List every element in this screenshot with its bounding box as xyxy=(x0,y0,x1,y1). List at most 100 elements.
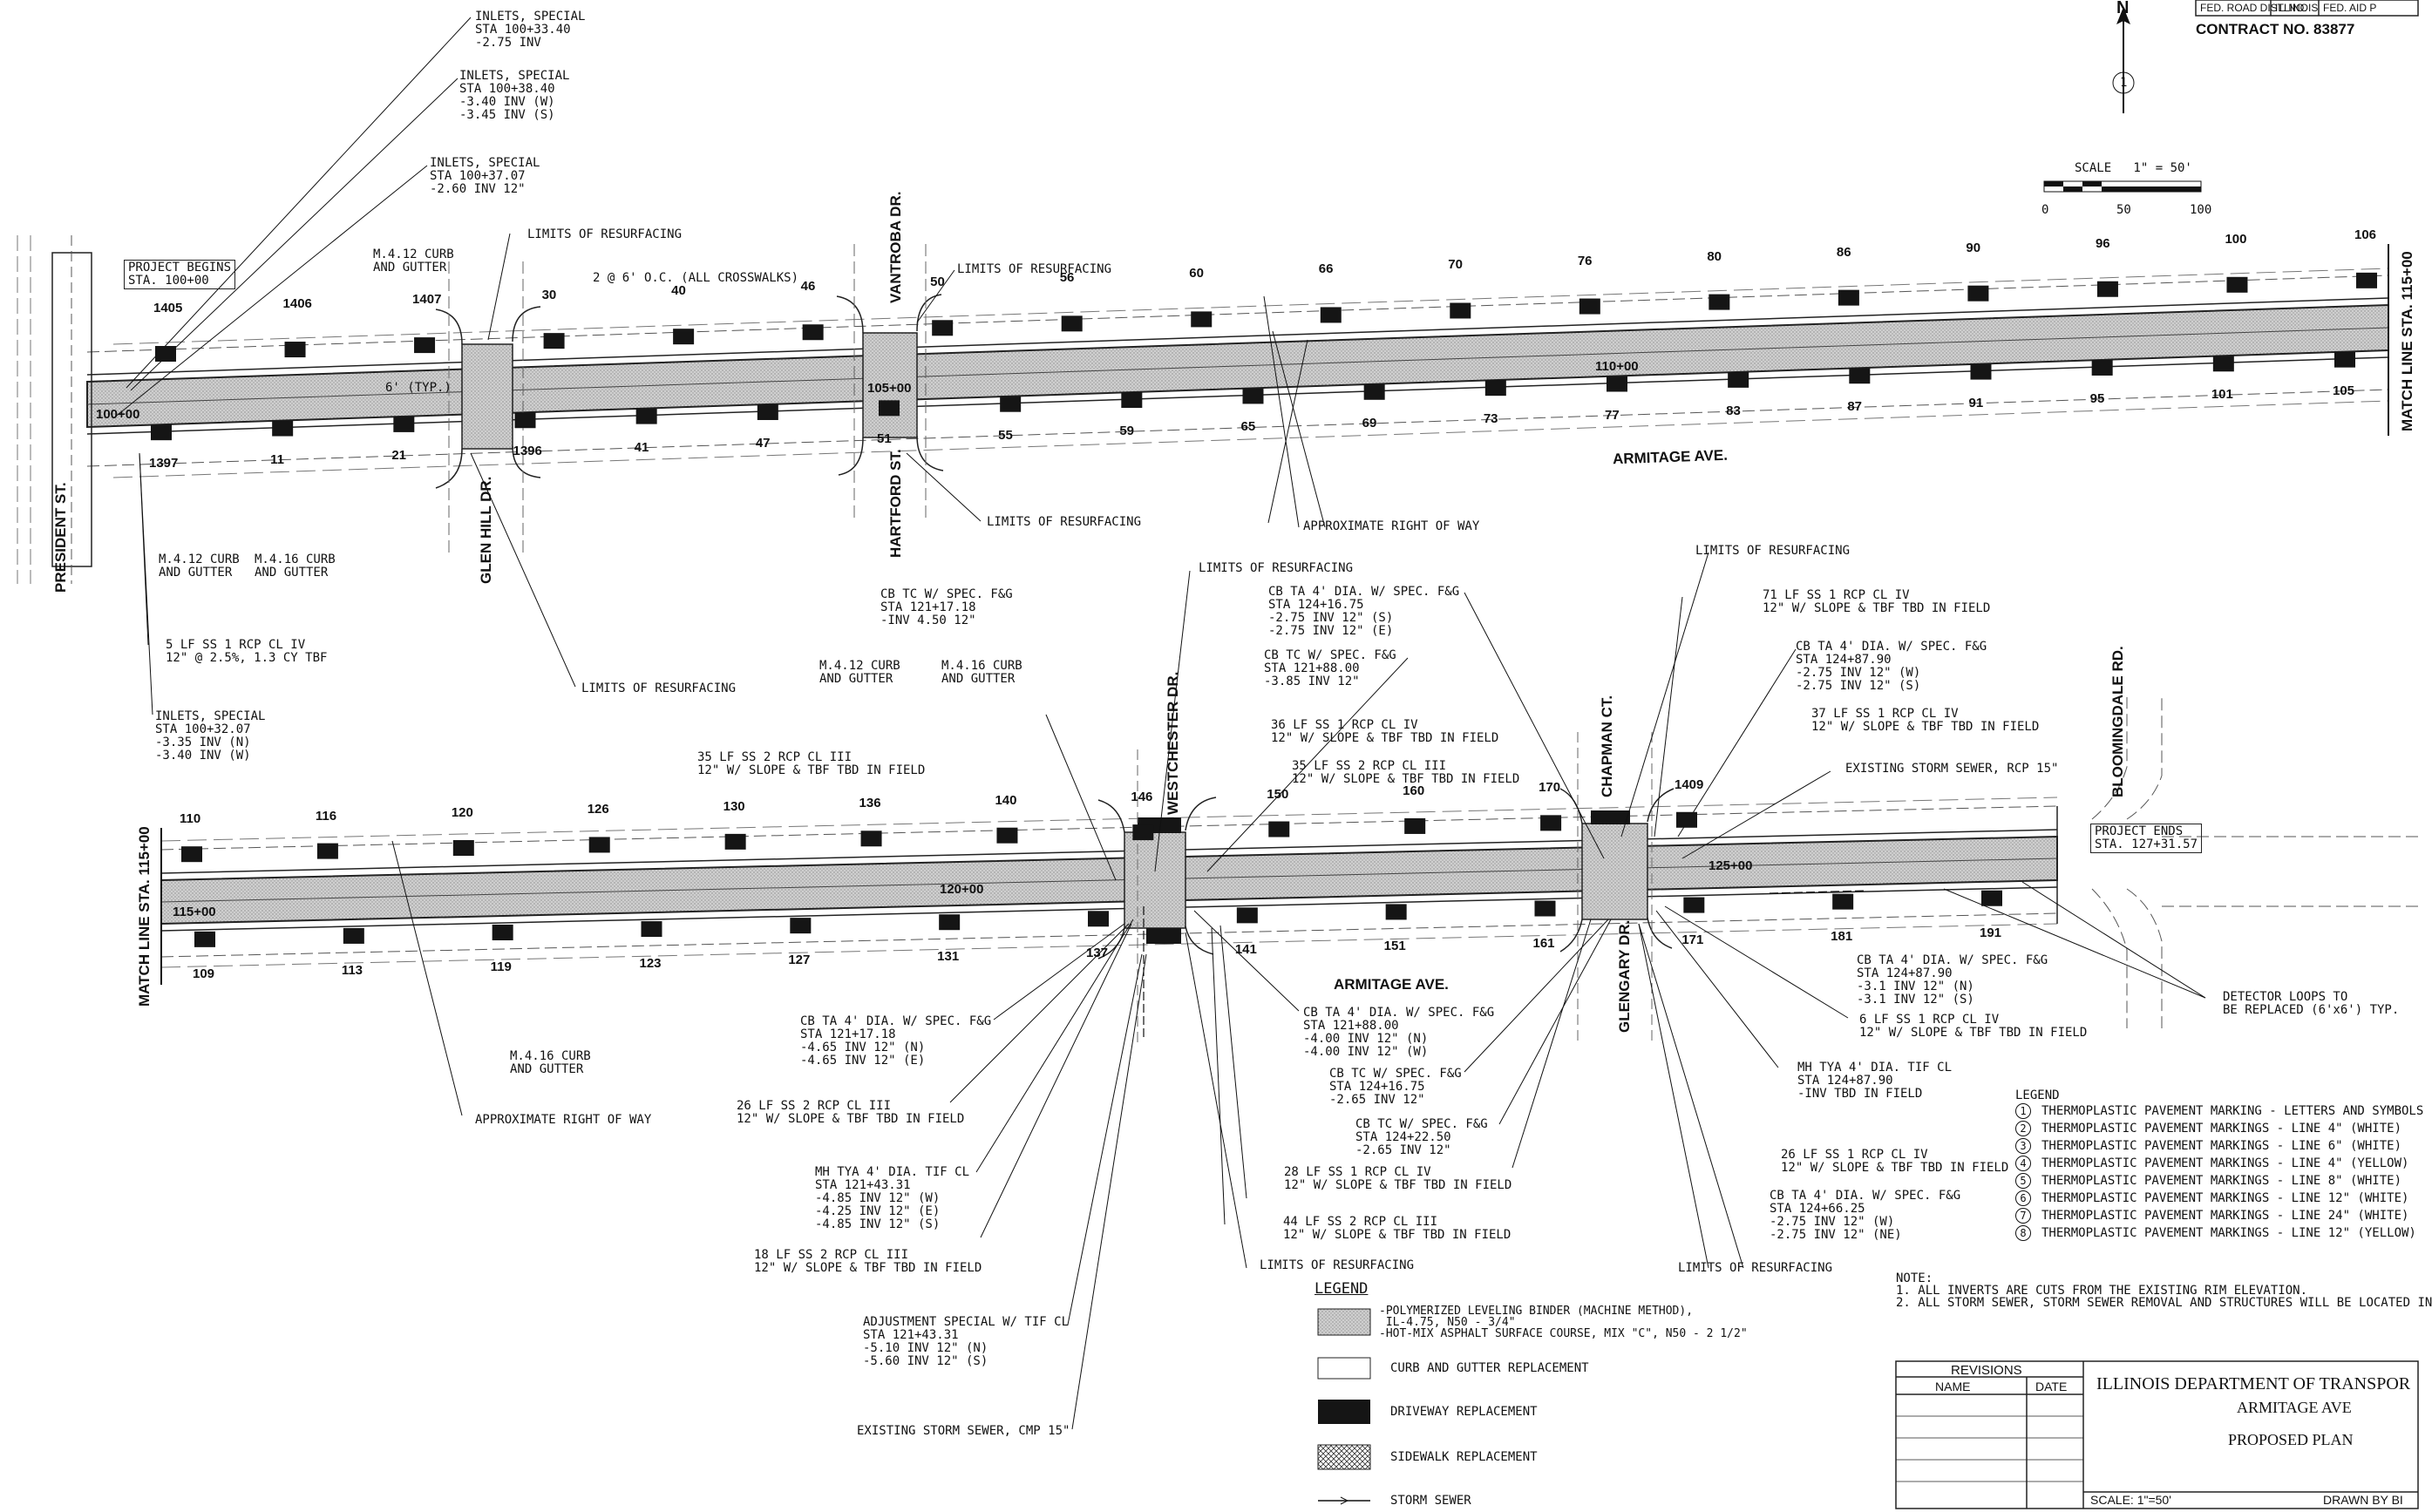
driveway-block xyxy=(2356,272,2377,288)
driveway-block xyxy=(452,840,474,857)
marking-number: 2 xyxy=(2015,1121,2031,1136)
callout-ss35b: 35 LF SS 2 RCP CL III 12" W/ SLOPE & TBF… xyxy=(1292,759,1520,786)
contract-number: CONTRACT NO. 83877 xyxy=(2196,21,2355,37)
marking-text: THERMOPLASTIC PAVEMENT MARKINGS - LINE 6… xyxy=(2041,1139,2402,1153)
street-glen-hill: GLEN HILL DR. xyxy=(478,476,494,584)
address-number: 123 xyxy=(639,956,662,972)
scale-tick-0: 0 xyxy=(2041,203,2049,217)
address-number: 1406 xyxy=(282,296,312,312)
driveway-block xyxy=(879,400,900,417)
material-legend-title: LEGEND xyxy=(1315,1280,1369,1298)
address-number: 1405 xyxy=(153,301,183,315)
driveway-block xyxy=(2334,351,2355,368)
callout-ss26: 26 LF SS 2 RCP CL III 12" W/ SLOPE & TBF… xyxy=(737,1099,965,1126)
street-bloomingdale: BLOOMINGDALE RD. xyxy=(2109,646,2126,797)
state-label: ILLINOIS xyxy=(2275,2,2319,14)
callout-cbtc2: CB TC W/ SPEC. F&G STA 121+88.00 -3.85 I… xyxy=(1264,648,1396,688)
callout-ss44: 44 LF SS 2 RCP CL III 12" W/ SLOPE & TBF… xyxy=(1283,1215,1512,1242)
address-number: 30 xyxy=(541,288,557,303)
callout-inlet-3: INLETS, SPECIAL STA 100+37.07 -2.60 INV … xyxy=(430,156,540,196)
street-vantroba: VANTROBA DR. xyxy=(887,191,904,303)
address-number: 41 xyxy=(634,439,649,455)
driveway-block xyxy=(1534,900,1556,917)
address-number: 73 xyxy=(1483,411,1498,427)
station-100: 100+00 xyxy=(96,407,140,422)
driveway-block xyxy=(1728,371,1749,388)
address-number: 105 xyxy=(2333,383,2355,398)
address-number: 161 xyxy=(1532,935,1555,951)
driveway-block xyxy=(1000,396,1022,412)
scale-tick-100: 100 xyxy=(2190,203,2212,217)
driveway-block xyxy=(1450,302,1471,319)
sheet-street: ARMITAGE AVE xyxy=(2237,1399,2352,1416)
address-number: 140 xyxy=(995,792,1017,808)
callout-lor-glen: LIMITS OF RESURFACING xyxy=(527,227,683,241)
driveway-block xyxy=(860,831,882,847)
address-number: 137 xyxy=(1086,946,1109,961)
driveway-block xyxy=(641,921,662,938)
address-number: 40 xyxy=(671,283,686,299)
station-115: 115+00 xyxy=(173,905,216,919)
marking-text: THERMOPLASTIC PAVEMENT MARKINGS - LINE 2… xyxy=(2041,1209,2409,1223)
marking-number: 6 xyxy=(2015,1190,2031,1206)
address-number: 119 xyxy=(490,959,512,974)
address-number: 66 xyxy=(1318,261,1334,277)
fed-aid-label: FED. AID P xyxy=(2323,2,2377,14)
callout-ss35a: 35 LF SS 2 RCP CL III 12" W/ SLOPE & TBF… xyxy=(697,750,926,777)
legend-curb: CURB AND GUTTER REPLACEMENT xyxy=(1390,1361,1589,1375)
address-number: 46 xyxy=(800,279,816,295)
station-125: 125+00 xyxy=(1709,858,1753,873)
address-number: 1396 xyxy=(513,444,542,459)
address-number: 96 xyxy=(2095,235,2110,251)
address-number: 87 xyxy=(1847,399,1863,415)
address-number: 151 xyxy=(1383,939,1406,954)
legend-storm-sewer: STORM SEWER xyxy=(1390,1494,1471,1508)
marking-number: 5 xyxy=(2015,1173,2031,1189)
address-number: 181 xyxy=(1831,928,1853,944)
driveway-block xyxy=(284,342,306,358)
address-number: 100 xyxy=(2225,231,2247,247)
driveway-block xyxy=(724,833,746,850)
fed-road-dist: FED. ROAD DIST. NO. xyxy=(2200,2,2307,14)
callout-ss5: 5 LF SS 1 RCP CL IV 12" @ 2.5%, 1.3 CY T… xyxy=(166,638,328,665)
address-number: 146 xyxy=(1131,790,1153,805)
legend-driveway: DRIVEWAY REPLACEMENT xyxy=(1390,1405,1538,1419)
project-begins-box: PROJECT BEGINS STA. 100+00 xyxy=(124,260,236,289)
callout-ss37: 37 LF SS 1 RCP CL IV 12" W/ SLOPE & TBF … xyxy=(1811,707,2040,734)
street-hartford: HARTFORD ST. xyxy=(887,449,904,558)
agency-title: ILLINOIS DEPARTMENT OF TRANSPOR xyxy=(2096,1374,2411,1393)
callout-detector: DETECTOR LOOPS TO BE REPLACED (6'x6') TY… xyxy=(2223,990,2400,1017)
legend-binder: -POLYMERIZED LEVELING BINDER (MACHINE ME… xyxy=(1379,1305,1748,1340)
address-number: 11 xyxy=(270,451,285,467)
driveway-block xyxy=(673,329,695,345)
address-number: 171 xyxy=(1681,932,1704,947)
address-number: 1407 xyxy=(412,292,442,308)
driveway-block xyxy=(316,843,338,859)
address-number: 1397 xyxy=(149,456,179,471)
address-number: 126 xyxy=(587,802,609,817)
driveway-block xyxy=(272,420,294,437)
callout-approx-row-top: APPROXIMATE RIGHT OF WAY xyxy=(1303,519,1480,533)
revisions-date: DATE xyxy=(2035,1380,2068,1393)
callout-inlet-1: INLETS, SPECIAL STA 100+33.40 -2.75 INV xyxy=(475,10,586,50)
driveway-block xyxy=(1981,890,2002,906)
marking-text: THERMOPLASTIC PAVEMENT MARKINGS - LINE 8… xyxy=(2041,1174,2402,1188)
address-number: 80 xyxy=(1707,248,1722,264)
callout-curb-m416-bottom: M.4.16 CURB AND GUTTER xyxy=(255,553,336,580)
scale-bar-graphic xyxy=(2043,180,2202,193)
driveway-block xyxy=(802,324,824,341)
callout-ss71: 71 LF SS 1 RCP CL IV 12" W/ SLOPE & TBF … xyxy=(1763,588,1991,615)
driveway-block xyxy=(1320,307,1342,323)
marking-number: 4 xyxy=(2015,1156,2031,1171)
address-number: 130 xyxy=(723,798,745,814)
address-number: 60 xyxy=(1189,266,1204,281)
north-arrow-graphic xyxy=(2112,7,2135,113)
callout-cbtc4: CB TC W/ SPEC. F&G STA 124+22.50 -2.65 I… xyxy=(1355,1117,1488,1157)
address-number: 69 xyxy=(1362,415,1377,431)
driveway-block xyxy=(2212,356,2234,372)
address-number: 50 xyxy=(930,275,945,290)
address-number: 56 xyxy=(1059,270,1075,286)
driveway-block xyxy=(155,346,176,362)
